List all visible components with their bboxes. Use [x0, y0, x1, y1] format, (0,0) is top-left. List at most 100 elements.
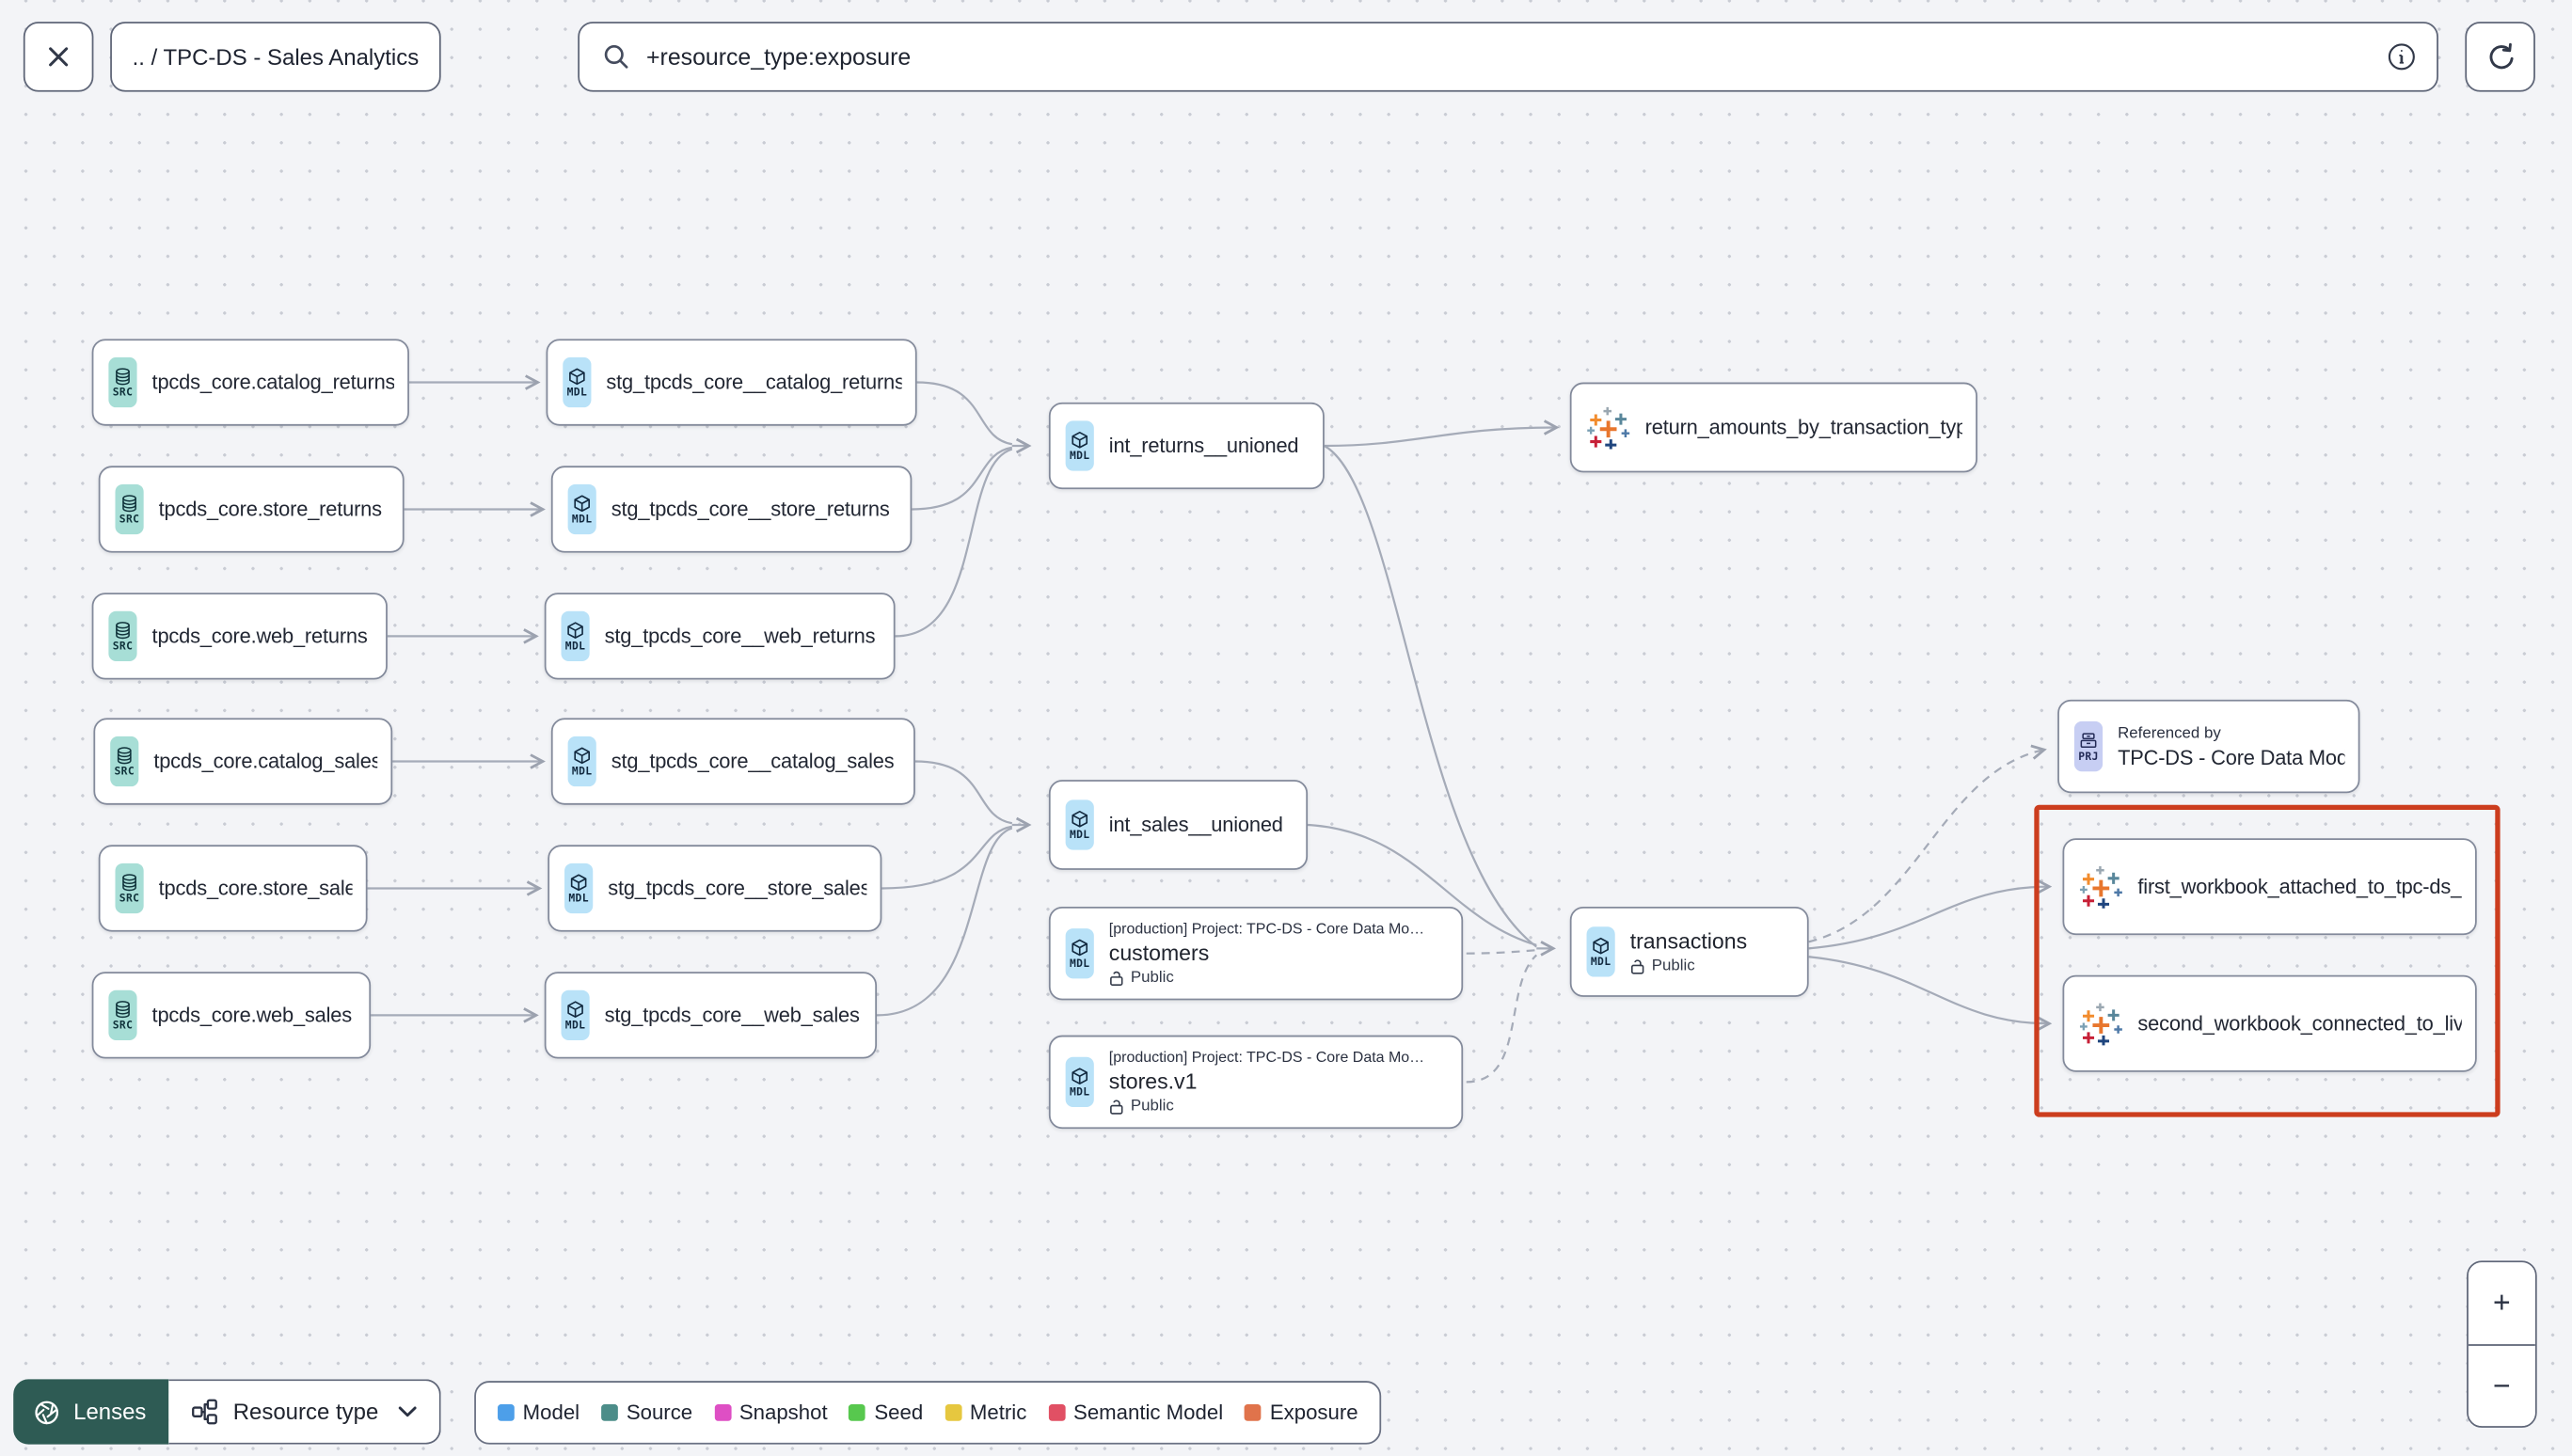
zoom-out-button[interactable]: − [2468, 1343, 2535, 1427]
model-badge: MDL [1586, 926, 1615, 977]
cube-icon [1072, 431, 1088, 448]
referenced-by-label: Referenced by [2118, 723, 2221, 743]
exposure-node-second-workbook[interactable]: second_workbook_connected_to_live… [2062, 974, 2477, 1072]
model-badge: MDL [561, 610, 590, 662]
breadcrumb[interactable]: .. / TPC-DS - Sales Analytics [110, 22, 441, 92]
node-label: TPC-DS - Core Data Models [2118, 745, 2345, 769]
model-badge: MDL [1065, 928, 1094, 979]
tableau-icon [2079, 1002, 2123, 1046]
node-label: stg_tpcds_core__catalog_returns [606, 371, 902, 394]
database-icon [116, 621, 130, 639]
model-node-stg-store-sales[interactable]: MDL stg_tpcds_core__store_sales [548, 845, 882, 932]
breadcrumb-label: .. / TPC-DS - Sales Analytics [132, 44, 420, 70]
unlock-icon [1110, 1099, 1123, 1114]
info-icon[interactable] [2387, 41, 2417, 71]
legend-item-seed: Seed [849, 1401, 923, 1424]
model-node-stg-store-returns[interactable]: MDL stg_tpcds_core__store_returns [550, 466, 913, 553]
node-label: transactions [1629, 928, 1748, 954]
source-badge: SRC [115, 483, 144, 535]
node-project-label: [production] Project: TPC-DS - Core Data… [1108, 1048, 1425, 1066]
resource-type-dropdown[interactable]: Resource type [167, 1379, 440, 1445]
exposure-node-return-amounts[interactable]: return_amounts_by_transaction_type [1569, 382, 1977, 473]
node-label: return_amounts_by_transaction_type [1644, 416, 1962, 439]
source-node-catalog-returns[interactable]: SRC tpcds_core.catalog_returns [91, 339, 409, 426]
node-label: stg_tpcds_core__catalog_sales [611, 750, 895, 773]
source-badge: SRC [108, 989, 137, 1041]
access-row: Public [1109, 969, 1424, 987]
model-badge: MDL [561, 989, 590, 1041]
legend-swatch [714, 1404, 731, 1421]
legend-item-source: Source [601, 1401, 692, 1424]
access-row: Public [1630, 957, 1747, 975]
node-label: int_returns__unioned [1108, 434, 1299, 458]
model-node-stg-catalog-sales[interactable]: MDL stg_tpcds_core__catalog_sales [550, 718, 915, 805]
model-node-int-sales-unioned[interactable]: MDL int_sales__unioned [1048, 780, 1309, 870]
zoom-in-button[interactable]: + [2468, 1262, 2535, 1344]
aperture-icon [35, 1400, 59, 1424]
cube-icon [1072, 810, 1088, 827]
legend-item-model: Model [498, 1401, 579, 1424]
model-badge: MDL [564, 863, 594, 914]
source-badge: SRC [115, 863, 144, 914]
legend-item-exposure: Exposure [1245, 1401, 1358, 1424]
project-icon [2080, 732, 2097, 748]
node-label: tpcds_core.catalog_sales [153, 750, 378, 773]
node-label: tpcds_core.web_returns [151, 624, 368, 648]
model-node-int-returns-unioned[interactable]: MDL int_returns__unioned [1048, 402, 1325, 490]
model-badge: MDL [567, 483, 596, 535]
legend-item-semantic-model: Semantic Model [1048, 1401, 1223, 1424]
search-bar[interactable]: +resource_type:exposure [578, 22, 2438, 92]
resource-type-icon [191, 1399, 217, 1425]
cube-icon [569, 367, 585, 385]
access-row: Public [1109, 1097, 1424, 1116]
model-node-stg-catalog-returns[interactable]: MDL stg_tpcds_core__catalog_returns [546, 339, 917, 426]
node-label: tpcds_core.store_sales [158, 877, 353, 900]
exposure-node-first-workbook[interactable]: first_workbook_attached_to_tpc-ds_-_… [2062, 838, 2477, 936]
source-node-store-sales[interactable]: SRC tpcds_core.store_sales [98, 845, 368, 932]
model-node-stg-web-returns[interactable]: MDL stg_tpcds_core__web_returns [544, 593, 896, 680]
node-label: tpcds_core.web_sales [151, 1003, 353, 1027]
node-label: second_workbook_connected_to_live… [2137, 1011, 2462, 1036]
source-badge: SRC [110, 736, 139, 787]
search-input[interactable]: +resource_type:exposure [646, 43, 912, 71]
node-label: stg_tpcds_core__store_sales [608, 877, 867, 900]
cube-icon [570, 873, 587, 891]
tableau-icon [1586, 405, 1630, 450]
legend-swatch [849, 1404, 866, 1421]
node-label: int_sales__unioned [1108, 813, 1283, 837]
legend-item-metric: Metric [945, 1401, 1026, 1424]
database-icon [117, 746, 132, 764]
search-icon [604, 45, 628, 69]
legend-swatch [945, 1404, 962, 1421]
model-node-customers[interactable]: MDL [production] Project: TPC-DS - Core … [1048, 906, 1464, 1001]
source-node-web-sales[interactable]: SRC tpcds_core.web_sales [91, 972, 372, 1059]
source-node-store-returns[interactable]: SRC tpcds_core.store_returns [98, 466, 405, 553]
close-icon [49, 47, 69, 67]
source-node-web-returns[interactable]: SRC tpcds_core.web_returns [91, 593, 388, 680]
lenses-button[interactable]: Lenses [13, 1379, 168, 1445]
cube-icon [574, 746, 590, 764]
database-icon [116, 367, 130, 385]
refresh-button[interactable] [2465, 22, 2535, 92]
node-label: stores.v1 [1108, 1068, 1198, 1094]
model-node-transactions[interactable]: MDL transactions Public [1569, 906, 1809, 997]
legend: Model Source Snapshot Seed Metric Semant… [474, 1381, 1382, 1445]
project-node-referenced-by[interactable]: PRJ Referenced by TPC-DS - Core Data Mod… [2057, 699, 2360, 794]
cube-icon [567, 621, 583, 639]
model-badge: MDL [567, 736, 596, 787]
refresh-icon [2488, 41, 2513, 69]
unlock-icon [1110, 970, 1123, 986]
tableau-icon [2079, 864, 2123, 909]
cube-icon [1072, 1067, 1088, 1084]
legend-swatch [1245, 1404, 1262, 1421]
close-button[interactable] [23, 22, 94, 92]
cube-icon [1593, 937, 1609, 954]
lenses-label: Lenses [73, 1399, 147, 1425]
model-node-stg-web-sales[interactable]: MDL stg_tpcds_core__web_sales [544, 972, 878, 1059]
source-node-catalog-sales[interactable]: SRC tpcds_core.catalog_sales [93, 718, 393, 805]
node-label: tpcds_core.catalog_returns [151, 371, 394, 394]
model-node-stores-v1[interactable]: MDL [production] Project: TPC-DS - Core … [1048, 1035, 1464, 1130]
source-badge: SRC [108, 610, 137, 662]
resource-type-label: Resource type [232, 1399, 379, 1425]
